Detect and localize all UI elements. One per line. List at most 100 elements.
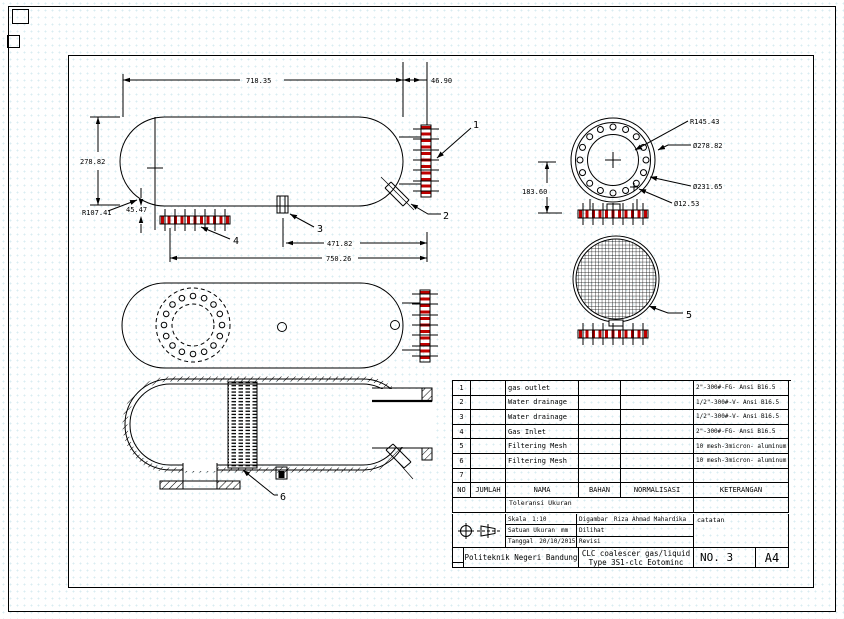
part-bahan [579, 381, 621, 396]
part-normalisasi [621, 410, 694, 425]
dim-inner-label: 471.82 [327, 240, 352, 248]
part-bahan [579, 395, 621, 411]
part-no: 7 [453, 468, 471, 484]
skala-value: 1:10 [532, 515, 547, 523]
header-normalisasi: NORMALISASI [621, 483, 694, 498]
part-normalisasi [621, 395, 694, 411]
digambar-value: Riza Ahmad Mahardika [613, 515, 687, 523]
part-keterangan: 1/2"-300#-V- Ansi B16.5 [694, 410, 789, 425]
part-no: 4 [453, 424, 471, 440]
drawing-title-line1: CLC coalescer gas/liquid [581, 548, 691, 558]
tolerance-label: Toleransi Ukuran [506, 498, 694, 513]
bolt-holes [576, 123, 650, 197]
dim-cap-label: 45.47 [126, 206, 147, 214]
part-no: 6 [453, 453, 471, 469]
part-keterangan: 10 mesh-3micron- aluminum [694, 453, 789, 469]
sheet-outer-border [8, 6, 836, 612]
satuan-label: Satuan Ukuran [508, 526, 555, 534]
drawing-title: CLC coalescer gas/liquid Type 3S1-clc Eo… [579, 548, 694, 568]
part-bahan [579, 439, 621, 454]
drawing-number: NO. 3 [694, 548, 756, 568]
revisi-label: Revisi [579, 538, 601, 546]
part-no: 5 [453, 439, 471, 454]
plan-bolt-holes [160, 292, 226, 358]
flange-od-label: Ø278.82 [693, 142, 723, 150]
part-nama [506, 468, 579, 484]
flange-bolt-circle-label: Ø231.65 [693, 183, 723, 191]
callout-4: 4 [233, 236, 239, 247]
part-jumlah [471, 424, 506, 440]
part-keterangan: 10 mesh-3micron- aluminum [694, 439, 789, 454]
dim-radius-label: R107.41 [82, 209, 112, 217]
part-no: 2 [453, 395, 471, 411]
callout-3: 3 [317, 224, 323, 235]
header-nama: NAMA [506, 483, 579, 498]
callout-6: 6 [280, 492, 286, 503]
part-normalisasi [621, 424, 694, 440]
tanggal-label: Tanggal [508, 538, 534, 546]
part-bahan [579, 424, 621, 440]
drafter-stack: Digambar Riza Ahmad Mahardika Dilihat Re… [577, 514, 694, 548]
part-bahan [579, 410, 621, 425]
digambar-label: Digambar [579, 515, 608, 523]
part-nama: Filtering Mesh [506, 453, 579, 469]
section-view: 6 [122, 376, 433, 503]
scale-stack: Skala 1:10 Satuan Ukuran mm Tanggal 20/1… [506, 514, 577, 548]
part-jumlah [471, 410, 506, 425]
tolerance-row: Toleransi Ukuran [452, 498, 791, 513]
header-keterangan: KETERANGAN [694, 483, 789, 498]
part-normalisasi [621, 453, 694, 469]
part-nama: Water drainage [506, 395, 579, 411]
parts-table: 1 gas outlet 2"-300#-FG- Ansi B16.5 2 Wa… [452, 380, 791, 498]
part-jumlah [471, 395, 506, 411]
part-jumlah [471, 453, 506, 469]
part-no: 3 [453, 410, 471, 425]
tanggal-value: 20/10/2015 [539, 538, 576, 546]
dim-total-label: 750.26 [326, 255, 351, 263]
part-no: 1 [453, 381, 471, 396]
dim-offset-label: 46.90 [431, 77, 452, 85]
flange-radius-label: R145.43 [690, 118, 720, 126]
dim-length-label: 718.35 [246, 77, 271, 85]
side-view: 718.35 46.90 278.82 R107.41 45.47 471.82… [80, 62, 479, 263]
part-keterangan [694, 468, 789, 484]
flange-height-label: 183.60 [522, 188, 547, 196]
part-normalisasi [621, 439, 694, 454]
part-nama: Water drainage [506, 410, 579, 425]
dim-diameter-label: 278.82 [80, 158, 105, 166]
part-bahan [579, 468, 621, 484]
paper-size: A4 [756, 548, 789, 568]
part-bahan [579, 453, 621, 469]
header-bahan: BAHAN [579, 483, 621, 498]
flange-hole-label: Ø12.53 [674, 200, 699, 208]
title-block-bottom: Politeknik Negeri Bandung CLC coalescer … [452, 548, 791, 568]
title-block-middle: Skala 1:10 Satuan Ukuran mm Tanggal 20/1… [452, 514, 791, 548]
mesh-detail-view: 5 [572, 235, 692, 346]
corner-mark [12, 9, 29, 24]
callout-5: 5 [686, 310, 692, 321]
part-jumlah [471, 381, 506, 396]
header-no: NO [453, 483, 471, 498]
corner-mark [7, 35, 20, 48]
institution-name: Politeknik Negeri Bandung [464, 548, 579, 568]
callout-2: 2 [443, 211, 449, 222]
part-jumlah [471, 439, 506, 454]
catatan-cell: catatan [694, 514, 789, 548]
satuan-value: mm [560, 526, 569, 534]
dilihat-label: Dilihat [579, 526, 605, 534]
part-keterangan: 2"-300#-FG- Ansi B16.5 [694, 424, 789, 440]
projection-symbol-cell [453, 514, 506, 548]
drawing-title-line2: Type 3S1-clc Eotominc [588, 557, 684, 567]
header-jumlah: JUMLAH [471, 483, 506, 498]
flange-detail-view: R145.43 Ø278.82 Ø231.65 Ø12.53 183.60 [522, 117, 723, 226]
part-keterangan: 1/2"-300#-V- Ansi B16.5 [694, 395, 789, 411]
part-keterangan: 2"-300#-FG- Ansi B16.5 [694, 381, 789, 396]
part-nama: Filtering Mesh [506, 439, 579, 454]
callout-1: 1 [473, 120, 479, 131]
part-normalisasi [621, 468, 694, 484]
first-angle-projection-icon [458, 522, 500, 539]
part-nama: gas outlet [506, 381, 579, 396]
part-nama: Gas Inlet [506, 424, 579, 440]
